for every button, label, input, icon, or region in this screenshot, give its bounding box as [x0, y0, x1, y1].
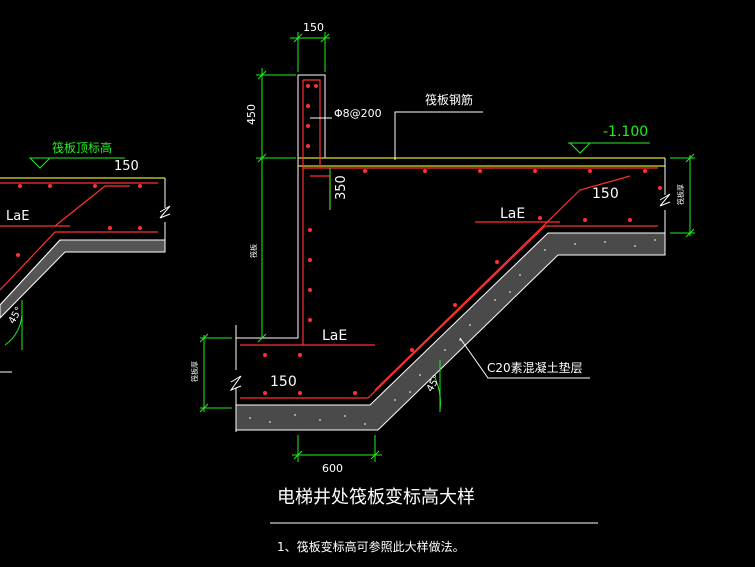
cushion-leader — [459, 337, 590, 379]
main-detail: 150 450 Φ8@200 筏板钢筋 -1.100 350 150 LaE L… — [190, 21, 695, 475]
dim-150-top: 150 — [303, 21, 324, 34]
left-rebar-dot — [138, 226, 142, 230]
left-rebar-dot — [16, 253, 20, 257]
left-partial-detail: 筏板顶标高 150 LaE 45° — [0, 140, 171, 373]
left-break-mark — [159, 205, 171, 219]
vertical-small-label-3: 筏板厚 — [676, 184, 685, 205]
stirrup-spec-label: Φ8@200 — [334, 107, 382, 120]
dim-600: 600 — [322, 462, 343, 475]
raft-rebar-leader — [394, 111, 483, 160]
dim-150-bottom: 150 — [270, 374, 297, 390]
left-elevation-triangle — [28, 157, 52, 169]
pit-break-mark — [229, 375, 242, 392]
left-rebar-dot — [108, 226, 112, 230]
left-rebar-dot — [93, 184, 97, 188]
left-rebar-dot — [138, 184, 142, 188]
concrete-cushion-layer — [235, 232, 666, 431]
left-cushion-layer — [0, 239, 166, 319]
lae-left-wall-label: LaE — [322, 328, 347, 344]
dim-150-right: 150 — [592, 186, 619, 202]
dimension-lines — [199, 32, 695, 462]
wall-hook-rebar — [310, 175, 331, 210]
left-rebar-dot — [48, 184, 52, 188]
lae-right-label: LaE — [500, 206, 525, 222]
left-lae-label: LaE — [6, 209, 29, 224]
pit-wall-outline — [236, 74, 326, 339]
drawing-note: 1、筏板变标高可参照此大样做法。 — [277, 539, 465, 554]
cushion-texture — [249, 239, 656, 425]
concrete-cushion-label: C20素混凝土垫层 — [487, 360, 583, 375]
bottom-rebar — [240, 225, 658, 399]
vertical-small-label-1: 筏板 — [249, 244, 258, 258]
title-block: 电梯井处筏板变标高大样 1、筏板变标高可参照此大样做法。 — [270, 487, 598, 554]
upper-break-mark — [659, 193, 671, 207]
left-bottom-rebar — [0, 231, 158, 291]
left-rebar-dot — [18, 184, 22, 188]
dim-350: 350 — [334, 175, 349, 200]
raft-top-elevation-label: 筏板顶标高 — [52, 140, 112, 155]
left-dim-150: 150 — [114, 159, 139, 174]
left-anchor-rebar — [54, 185, 130, 227]
vertical-small-label-2: 筏板厚 — [190, 361, 199, 382]
rebar-dots — [263, 84, 662, 395]
drawing-title: 电梯井处筏板变标高大样 — [277, 487, 475, 508]
dim-450: 450 — [245, 104, 258, 125]
diagonal-rebar — [374, 175, 631, 391]
raft-rebar-label: 筏板钢筋 — [425, 92, 473, 107]
wall-rebar-right — [303, 79, 321, 168]
elevation-label: -1.100 — [603, 124, 648, 140]
